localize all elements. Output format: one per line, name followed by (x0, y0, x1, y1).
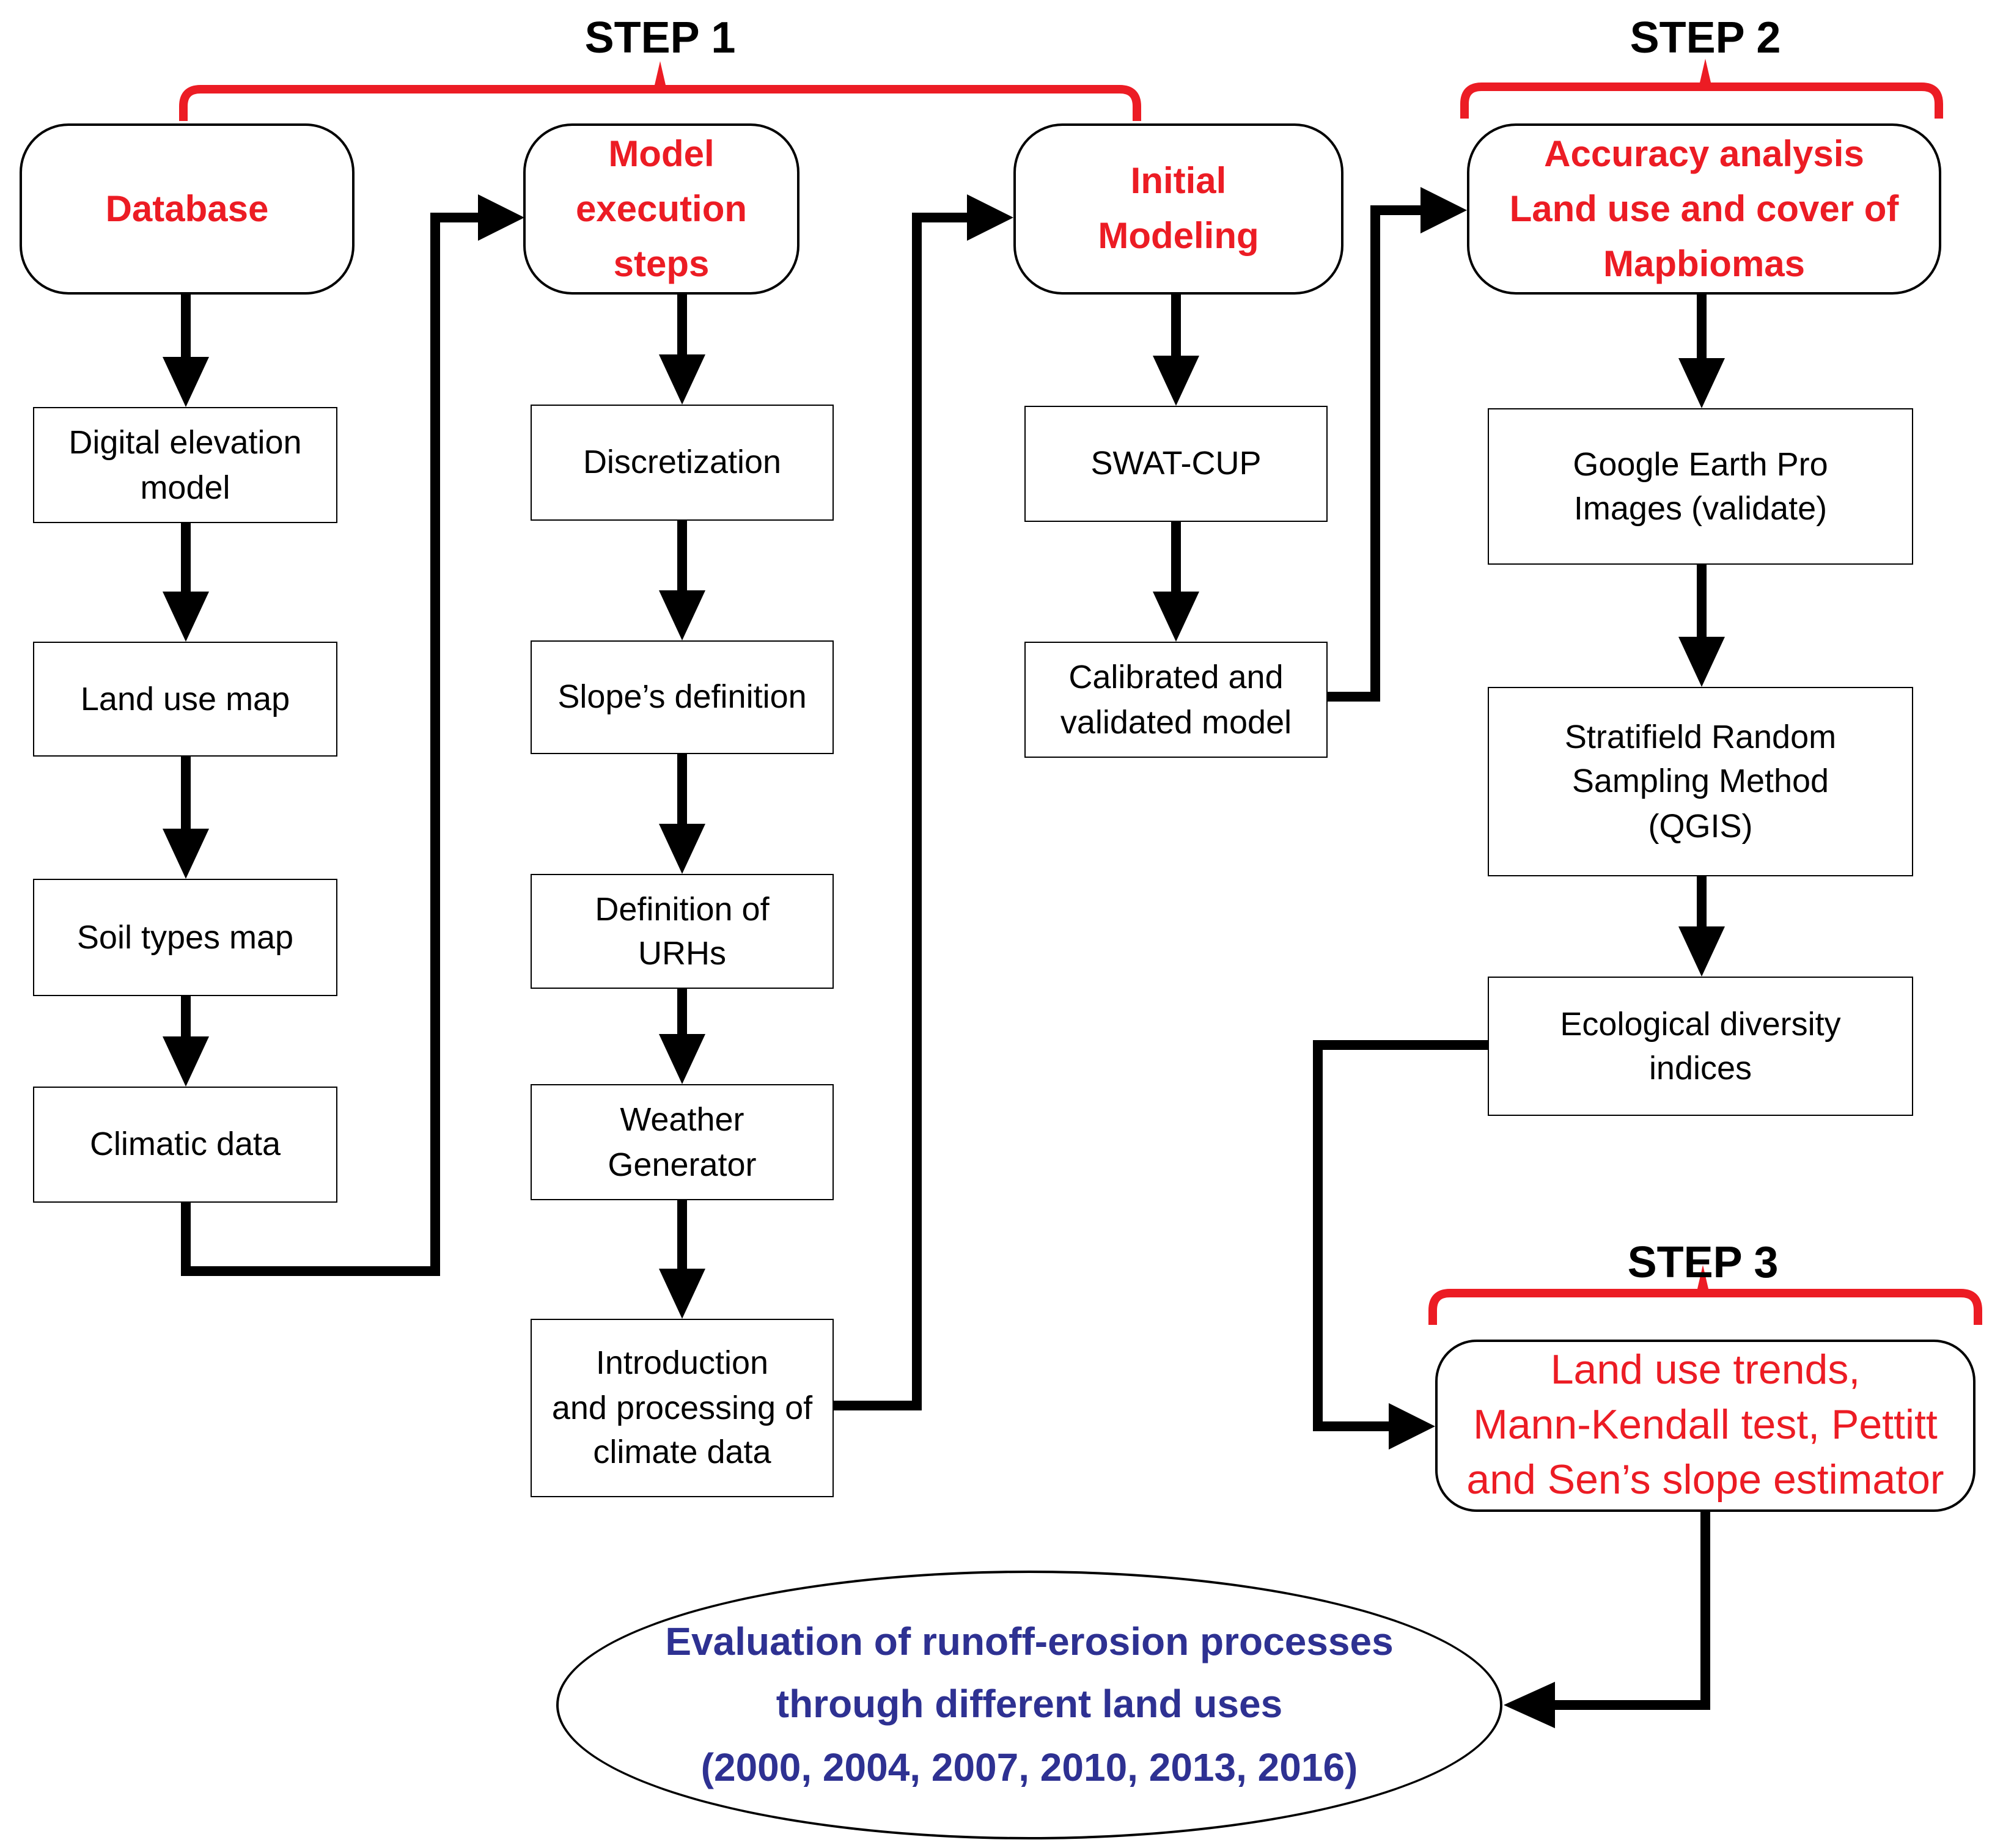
step1-bracket (179, 61, 1141, 121)
arrow-urhs-to-weather (659, 989, 705, 1084)
node-ecological-diversity-indices: Ecological diversity indices (1488, 977, 1913, 1116)
step3-label: STEP 3 (1627, 1237, 1779, 1287)
arrow-landuse-to-soil (163, 757, 209, 879)
step3-bracket (1428, 1265, 1982, 1325)
connector-climatic-to-model-execution (181, 194, 524, 1276)
arrow-sampling-to-ecological (1678, 876, 1725, 977)
arrow-database-to-dem (163, 295, 209, 407)
arrow-model-to-discretization (659, 295, 705, 405)
node-digital-elevation-model: Digital elevation model (33, 407, 337, 523)
node-evaluation-ellipse: Evaluation of runoff-erosion processes t… (556, 1571, 1502, 1839)
node-land-use-trends: Land use trends, Mann-Kendall test, Pett… (1435, 1340, 1975, 1512)
node-database: Database (20, 123, 355, 295)
node-model-execution-steps: Model execution steps (523, 123, 799, 295)
arrow-dem-to-landuse (163, 523, 209, 642)
node-calibrated-validated-model: Calibrated and validated model (1024, 642, 1328, 758)
node-weather-generator: Weather Generator (531, 1084, 834, 1200)
node-google-earth-pro-images: Google Earth Pro Images (validate) (1488, 408, 1913, 565)
connector-ecological-to-landtrends (1313, 1040, 1491, 1450)
step1-label: STEP 1 (584, 12, 736, 62)
connector-calibrated-to-accuracy (1328, 187, 1467, 702)
node-stratified-random-sampling: Stratifield Random Sampling Method (QGIS… (1488, 687, 1913, 876)
node-accuracy-analysis: Accuracy analysis Land use and cover of … (1467, 123, 1941, 295)
node-initial-modeling: Initial Modeling (1013, 123, 1343, 295)
connector-landtrends-to-evaluation (1504, 1512, 1710, 1728)
node-slope-definition: Slope’s definition (531, 640, 834, 754)
arrow-discretization-to-slope (659, 521, 705, 640)
node-land-use-map: Land use map (33, 642, 337, 757)
step2-label: STEP 2 (1630, 12, 1781, 62)
node-introduction-processing-climate-data: Introduction and processing of climate d… (531, 1319, 834, 1497)
arrow-slope-to-urhs (659, 754, 705, 874)
arrow-swatcup-to-calibrated (1153, 522, 1199, 642)
node-swat-cup: SWAT-CUP (1024, 406, 1328, 522)
arrow-initial-to-swatcup (1153, 295, 1199, 406)
step2-bracket (1460, 59, 1943, 119)
arrow-accuracy-to-google (1678, 295, 1725, 408)
connector-intro-to-initial-modeling (834, 194, 1013, 1410)
arrow-google-to-sampling (1678, 565, 1725, 687)
node-definition-of-urhs: Definition of URHs (531, 874, 834, 989)
node-discretization: Discretization (531, 405, 834, 521)
node-climatic-data: Climatic data (33, 1087, 337, 1203)
arrow-weather-to-intro (659, 1200, 705, 1319)
node-soil-types-map: Soil types map (33, 879, 337, 996)
arrow-soil-to-climatic (163, 996, 209, 1087)
